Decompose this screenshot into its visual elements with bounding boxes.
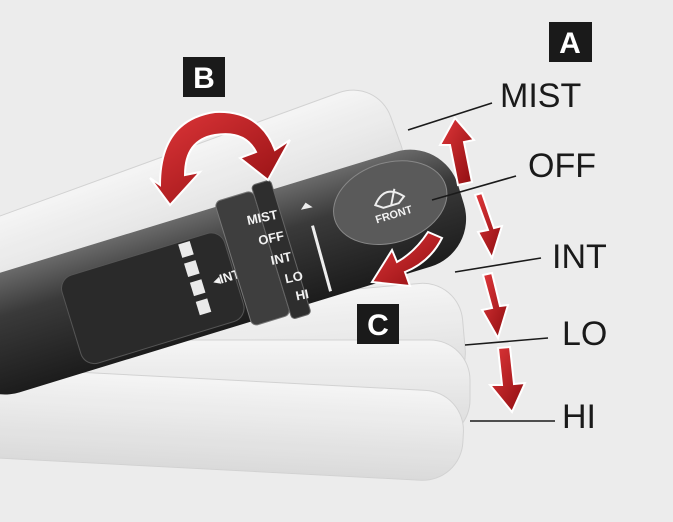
leader-lines <box>407 102 555 422</box>
svg-text:C: C <box>367 309 389 342</box>
svg-text:B: B <box>193 62 215 95</box>
dial-off: OFF <box>257 228 286 248</box>
front-washer-button[interactable] <box>323 147 457 257</box>
dial-int: INT <box>269 249 293 268</box>
rotate-arrow-b-icon <box>149 110 291 207</box>
callout-a: A <box>549 22 592 62</box>
int-ring[interactable] <box>58 229 247 367</box>
dial-up-arrow-icon <box>300 202 313 210</box>
label-mist: MIST <box>500 77 581 115</box>
position-arrows <box>438 116 527 414</box>
ring-ridges <box>178 240 212 316</box>
down-arrow-icon <box>487 345 527 414</box>
wiper-stalk: ◂INT FRONT <box>0 147 467 395</box>
label-hi: HI <box>562 398 596 436</box>
label-int: INT <box>552 238 607 276</box>
dial-lo: LO <box>283 268 304 286</box>
callout-c: C <box>357 304 399 344</box>
down-arrow-icon <box>473 191 504 261</box>
dial-mist: MIST <box>245 207 279 228</box>
label-lo: LO <box>562 315 607 353</box>
up-arrow-icon <box>438 116 476 187</box>
dial-arrow-icon <box>311 225 332 292</box>
callout-b: B <box>183 57 225 97</box>
dial-hi: HI <box>294 286 310 303</box>
dial-positions: MIST OFF INT LO HI <box>245 202 332 303</box>
windshield-wiper-icon <box>373 188 406 209</box>
down-arrow-icon <box>480 271 510 341</box>
label-off: OFF <box>528 147 596 185</box>
svg-text:A: A <box>559 27 581 60</box>
pull-arrow-c-icon <box>370 230 444 288</box>
